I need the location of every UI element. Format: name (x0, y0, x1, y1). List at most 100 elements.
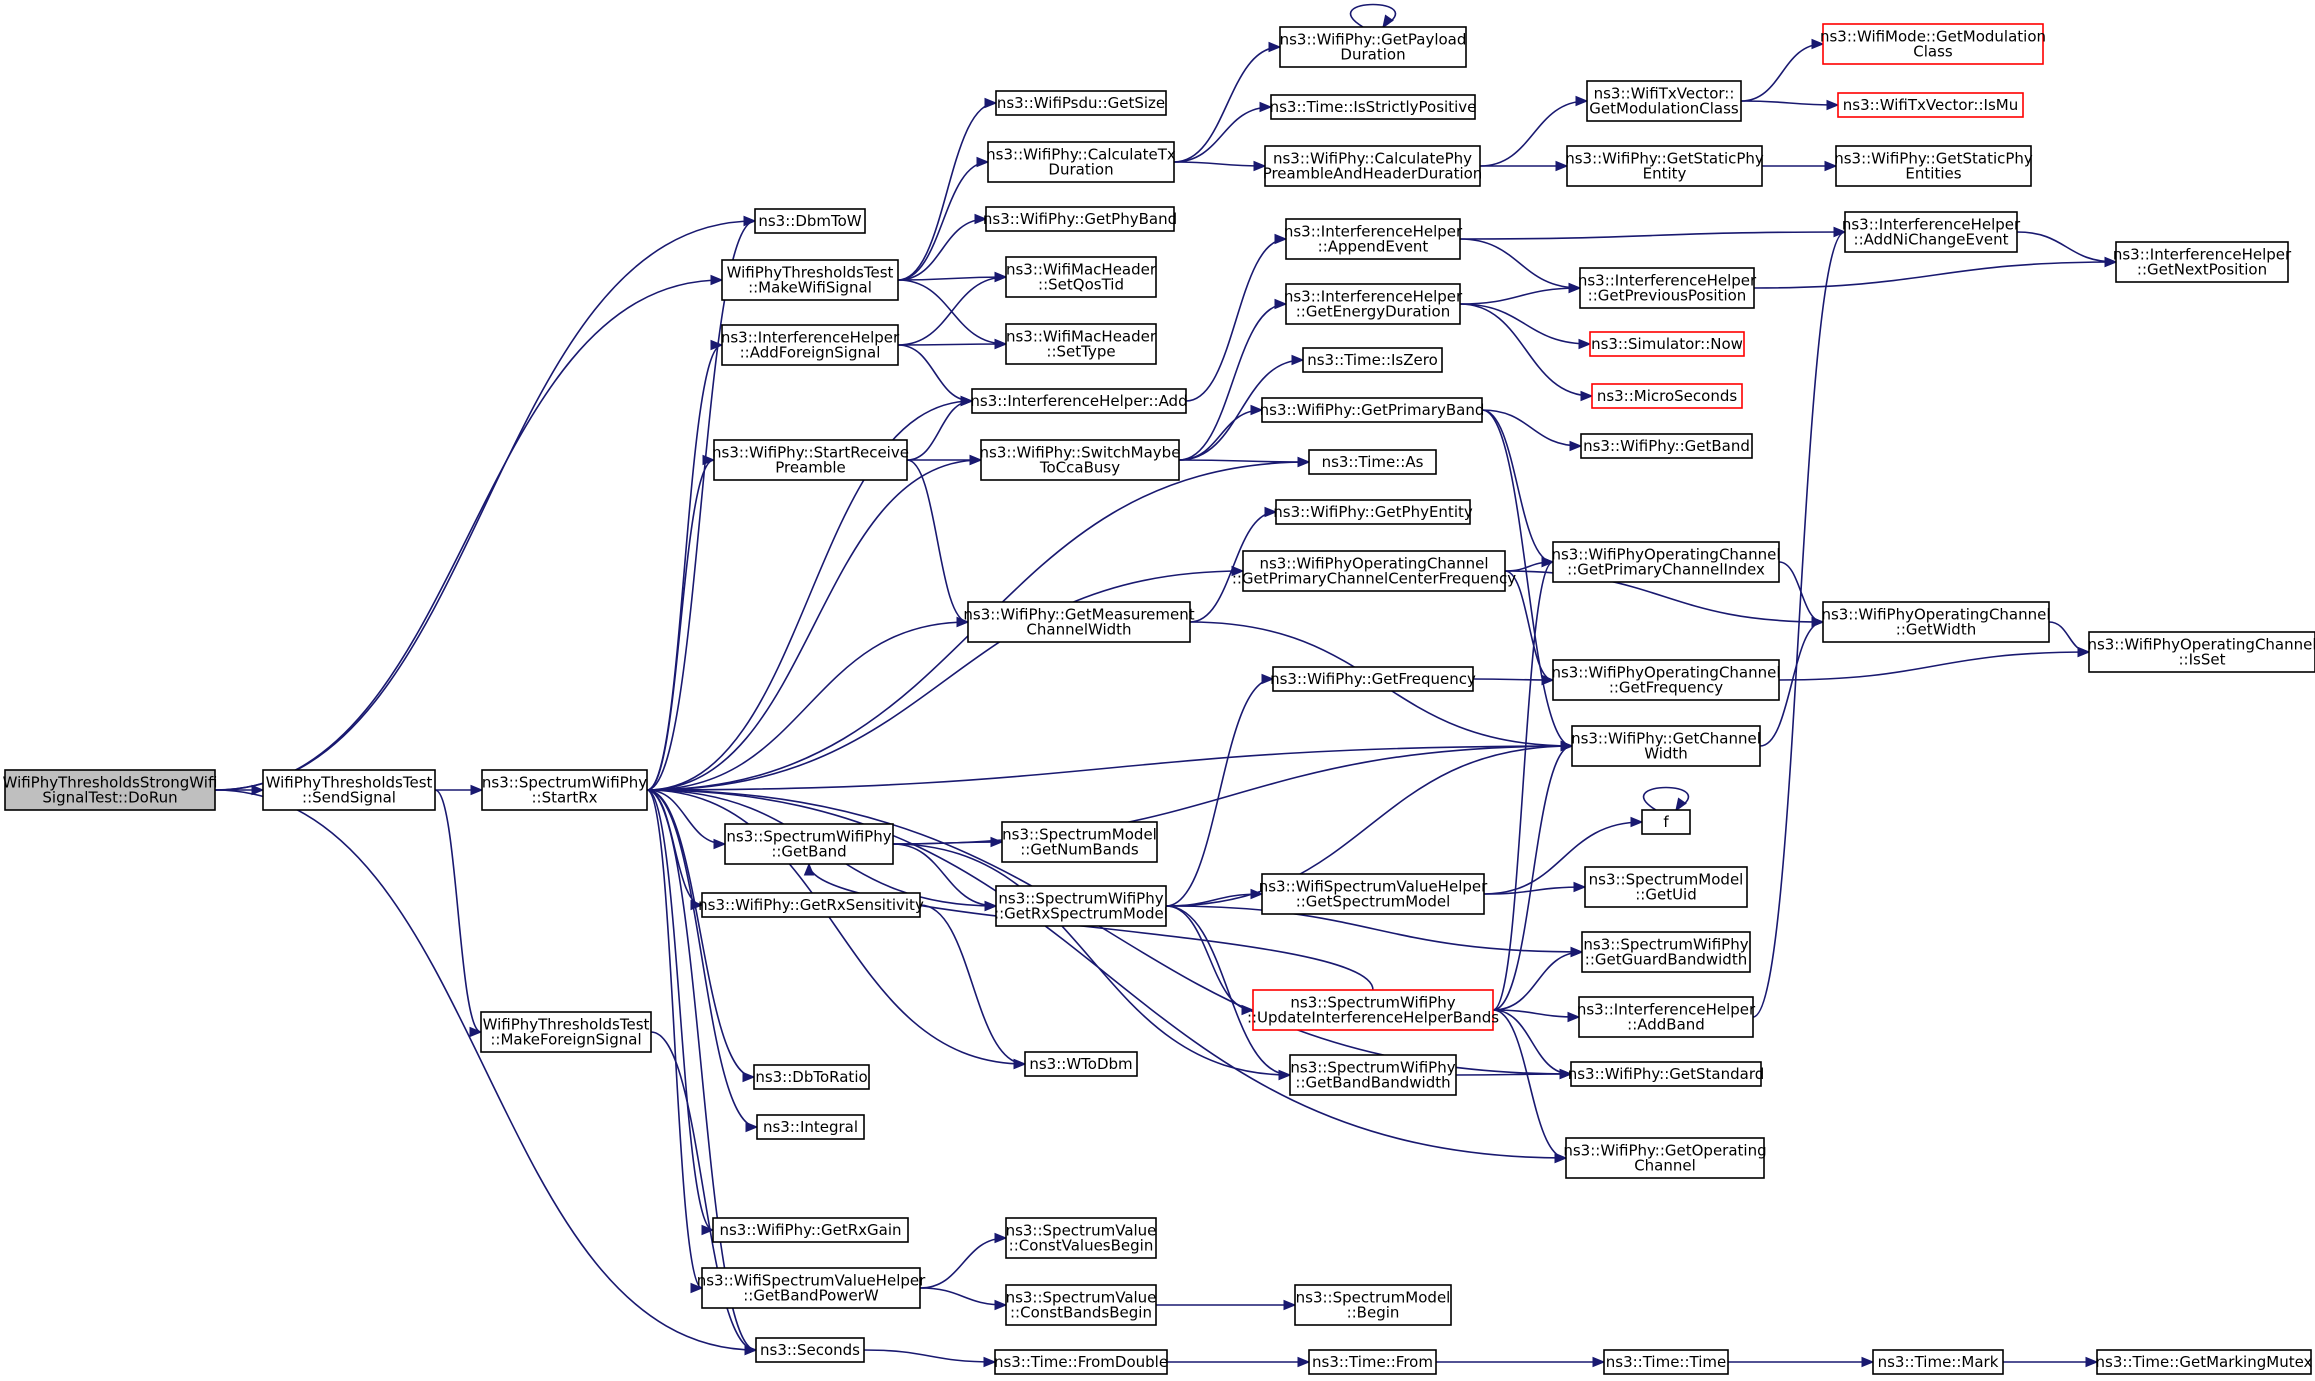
node-getmarkingmutex[interactable]: ns3::Time::GetMarkingMutex (2096, 1349, 2313, 1375)
call-nodes: WifiPhyThresholdsStrongWifiSignalTest::D… (3, 23, 2315, 1375)
node-getbandbw[interactable]: ns3::SpectrumWifiPhy::GetBandBandwidth (1289, 1054, 1457, 1096)
node-opchwidth[interactable]: ns3::WifiPhyOperatingChannel::GetWidth (1821, 601, 2051, 643)
node-makewifi[interactable]: WifiPhyThresholdsTest::MakeWifiSignal (721, 259, 899, 301)
node-simnow[interactable]: ns3::Simulator::Now (1589, 331, 1745, 357)
edge-calctx-to-strictpos (1173, 106, 1272, 163)
edge-arrowhead (1382, 14, 1394, 29)
node-label: ns3::WifiSpectrumValueHelper (1259, 878, 1488, 896)
node-dorun[interactable]: WifiPhyThresholdsStrongWifiSignalTest::D… (3, 769, 218, 811)
node-box (1308, 1349, 1437, 1375)
node-box (1835, 145, 2032, 187)
node-updateihbands[interactable]: ns3::SpectrumWifiPhy::UpdateInterference… (1247, 989, 1499, 1031)
node-getmodclass[interactable]: ns3::WifiTxVector::GetModulationClass (1586, 80, 1742, 122)
edge-getmodclass-to-ismu (1740, 100, 1839, 106)
node-label: ns3::WifiPhy::GetPrimaryBand (1260, 401, 1485, 419)
node-primcenterfreq[interactable]: ns3::WifiPhyOperatingChannel::GetPrimary… (1232, 550, 1516, 592)
node-ihaddband[interactable]: ns3::InterferenceHelper::AddBand (1577, 996, 1756, 1038)
node-getnextpos[interactable]: ns3::InterferenceHelper::GetNextPosition (2113, 241, 2292, 283)
node-getbandwp[interactable]: ns3::WifiPhy::GetBand (1580, 433, 1753, 459)
node-label: ns3::WifiPhy::GetOperating (1563, 1142, 1766, 1160)
node-getspecmodel[interactable]: ns3::WifiSpectrumValueHelper::GetSpectru… (1259, 873, 1488, 915)
node-getstandard[interactable]: ns3::WifiPhy::GetStandard (1568, 1061, 1765, 1087)
node-primchidx[interactable]: ns3::WifiPhyOperatingChannel::GetPrimary… (1551, 541, 1781, 583)
node-getenergy[interactable]: ns3::InterferenceHelper::GetEnergyDurati… (1284, 283, 1463, 325)
node-label: ::GetRxSpectrumModel (994, 905, 1168, 923)
node-getbandpower[interactable]: ns3::WifiSpectrumValueHelper::GetBandPow… (697, 1267, 926, 1309)
edge-arrowhead (1261, 673, 1275, 685)
node-label: ::AddNiChangeEvent (1854, 231, 2009, 249)
node-timemark[interactable]: ns3::Time::Mark (1872, 1349, 2004, 1375)
edge-getrxspec-to-getguardbw (1165, 905, 1583, 953)
node-strictpos[interactable]: ns3::Time::IsStrictlyPositive (1270, 94, 1477, 120)
node-getrxsens[interactable]: ns3::WifiPhy::GetRxSensitivity (698, 892, 924, 918)
edge-arrowhead (1274, 298, 1288, 310)
node-label: ns3::WifiPhy::StartReceive (712, 444, 909, 462)
node-constbands[interactable]: ns3::SpectrumValue::ConstBandsBegin (1005, 1284, 1157, 1326)
node-ismu[interactable]: ns3::WifiTxVector::IsMu (1837, 92, 2024, 118)
edge-arrowhead (1268, 41, 1282, 53)
node-opchisset[interactable]: ns3::WifiPhyOperatingChannel::IsSet (2087, 631, 2315, 673)
node-getphyband[interactable]: ns3::WifiPhy::GetPhyBand (983, 206, 1177, 232)
node-psdusize[interactable]: ns3::WifiPsdu::GetSize (995, 90, 1167, 116)
node-integral[interactable]: ns3::Integral (756, 1114, 865, 1140)
node-box (1005, 256, 1157, 298)
node-label: ::GetFrequency (1609, 679, 1723, 697)
node-timeas[interactable]: ns3::Time::As (1308, 449, 1437, 475)
node-box (481, 769, 648, 811)
node-label: ns3::WifiPhy::SwitchMaybe (980, 444, 1181, 462)
edge-arrowhead (983, 1356, 997, 1368)
node-sendsignal[interactable]: WifiPhyThresholdsTest::SendSignal (262, 769, 436, 811)
edge-startrx-to-getrxgain (646, 789, 714, 1231)
node-fromdouble[interactable]: ns3::Time::FromDouble (994, 1349, 1168, 1375)
node-microseconds[interactable]: ns3::MicroSeconds (1591, 383, 1743, 409)
node-getphyentity[interactable]: ns3::WifiPhy::GetPhyEntity (1273, 499, 1473, 525)
edge-arrowhead (1570, 946, 1584, 958)
node-box (1844, 211, 2018, 253)
node-iszero[interactable]: ns3::Time::IsZero (1302, 347, 1443, 373)
node-constvalues[interactable]: ns3::SpectrumValue::ConstValuesBegin (1005, 1217, 1157, 1259)
node-getrxgain[interactable]: ns3::WifiPhy::GetRxGain (712, 1217, 909, 1243)
node-getuid[interactable]: ns3::SpectrumModel::GetUid (1584, 866, 1748, 908)
node-dbtoratio[interactable]: ns3::DbToRatio (753, 1064, 870, 1090)
node-startrx[interactable]: ns3::SpectrumWifiPhy::StartRx (481, 769, 648, 811)
node-settype[interactable]: ns3::WifiMacHeader::SetType (1005, 323, 1157, 365)
node-box (1586, 80, 1742, 122)
node-wtodbm[interactable]: ns3::WToDbm (1024, 1051, 1138, 1077)
node-appendevent[interactable]: ns3::InterferenceHelper::AppendEvent (1284, 218, 1463, 260)
node-calcpreamble[interactable]: ns3::WifiPhy::CalculatePhyPreambleAndHea… (1263, 145, 1483, 187)
node-label: ns3::WifiTxVector::IsMu (1843, 96, 2018, 114)
edge-arrowhead (994, 338, 1008, 350)
node-dbmtow[interactable]: ns3::DbmToW (754, 208, 866, 234)
node-makeforeign[interactable]: WifiPhyThresholdsTest::MakeForeignSignal (480, 1011, 652, 1053)
node-getguardbw[interactable]: ns3::SpectrumWifiPhy::GetGuardBandwidth (1581, 931, 1751, 973)
node-getfrequency[interactable]: ns3::WifiPhy::GetFrequency (1270, 666, 1476, 692)
node-getrxspec[interactable]: ns3::SpectrumWifiPhy::GetRxSpectrumModel (994, 885, 1168, 927)
node-ihadd[interactable]: ns3::InterferenceHelper::Add (970, 388, 1188, 414)
node-setqostid[interactable]: ns3::WifiMacHeader::SetQosTid (1005, 256, 1157, 298)
node-ff[interactable]: f (1641, 809, 1691, 835)
node-addforeign[interactable]: ns3::InterferenceHelper::AddForeignSigna… (721, 324, 900, 366)
node-spgetband[interactable]: ns3::SpectrumWifiPhy::GetBand (724, 823, 894, 865)
edge-ihaddband-to-addnichange (1752, 231, 1846, 1018)
node-getnumbands[interactable]: ns3::SpectrumModel::GetNumBands (1001, 821, 1158, 863)
node-modelbegin[interactable]: ns3::SpectrumModel::Begin (1294, 1284, 1452, 1326)
node-seconds[interactable]: ns3::Seconds (755, 1337, 865, 1363)
node-opchfreq[interactable]: ns3::WifiPhyOperatingChannel::GetFrequen… (1551, 659, 1781, 701)
node-timetime[interactable]: ns3::Time::Time (1603, 1349, 1729, 1375)
node-getprimaryband[interactable]: ns3::WifiPhy::GetPrimaryBand (1260, 397, 1485, 423)
node-addnichange[interactable]: ns3::InterferenceHelper::AddNiChangeEven… (1842, 211, 2021, 253)
edge-arrowhead (744, 1344, 758, 1356)
node-timefrom[interactable]: ns3::Time::From (1308, 1349, 1437, 1375)
node-getprevpos[interactable]: ns3::InterferenceHelper::GetPreviousPosi… (1578, 267, 1757, 309)
node-getmodclassmode[interactable]: ns3::WifiMode::GetModulationClass (1820, 23, 2046, 65)
edge-ff-to-ff (1642, 786, 1690, 811)
